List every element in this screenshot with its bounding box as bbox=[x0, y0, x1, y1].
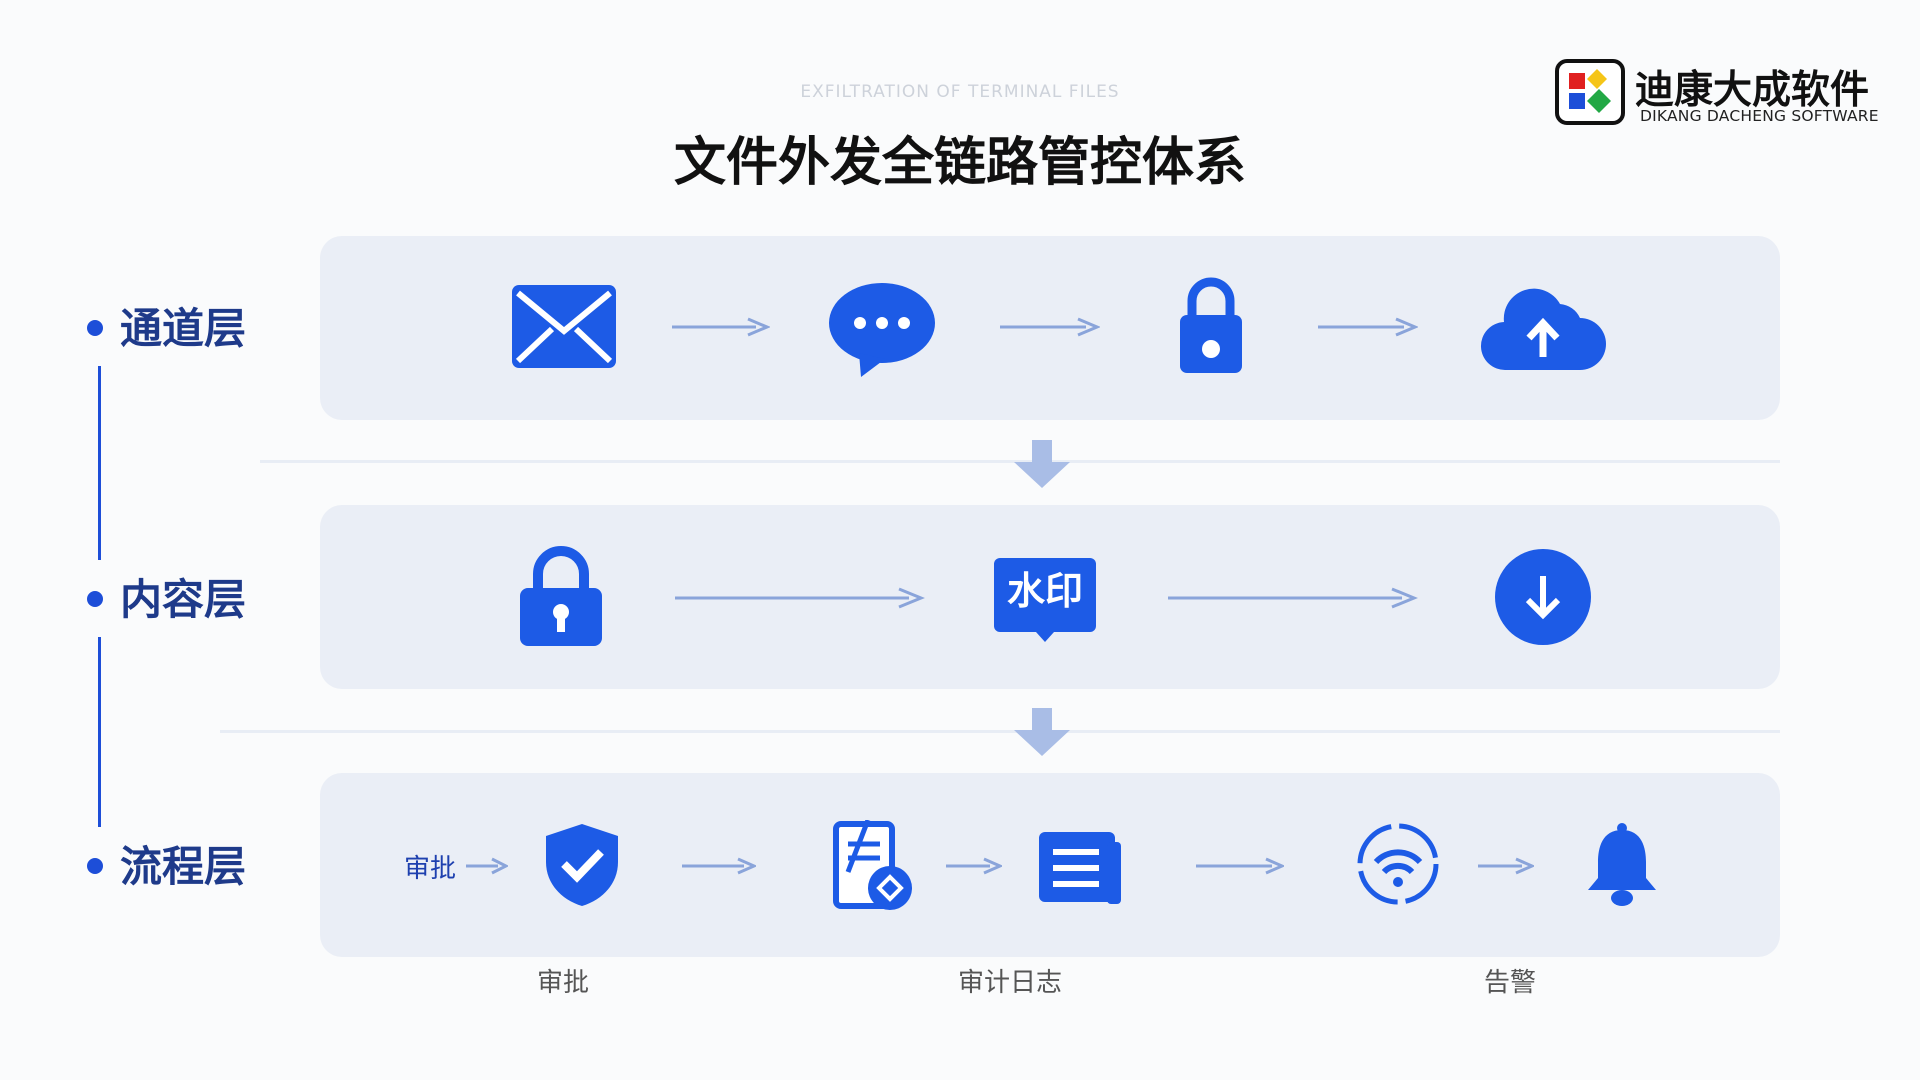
chat-bubble-icon bbox=[827, 281, 937, 379]
arrow-right-icon bbox=[1478, 856, 1534, 876]
layer-label-content: 内容层 bbox=[120, 575, 247, 624]
layer-separator bbox=[260, 460, 1780, 463]
layer-label-channel: 通道层 bbox=[120, 304, 247, 353]
download-circle-icon bbox=[1494, 548, 1592, 646]
arrow-right-icon bbox=[466, 856, 508, 876]
logo-name: 迪康大成软件 bbox=[1635, 68, 1870, 113]
arrow-right-icon bbox=[1196, 856, 1284, 876]
logo-name-en: DIKANG DACHENG SOFTWARE bbox=[1640, 107, 1879, 125]
layer-dot-content bbox=[87, 591, 103, 607]
arrow-right-icon bbox=[1168, 586, 1418, 610]
caption-approval: 审批 bbox=[536, 968, 589, 998]
rail-line bbox=[98, 637, 101, 827]
arrow-right-icon bbox=[672, 316, 770, 338]
log-list-icon bbox=[1037, 830, 1123, 906]
company-logo: 迪康大成软件 DIKANG DACHENG SOFTWARE bbox=[1555, 57, 1895, 127]
logo-mark-icon bbox=[1555, 59, 1625, 125]
rail-line bbox=[98, 366, 101, 560]
caption-alert: 告警 bbox=[1483, 968, 1536, 998]
shield-check-icon bbox=[544, 822, 620, 908]
layer-dot-process bbox=[87, 858, 103, 874]
bell-icon bbox=[1584, 822, 1660, 910]
arrow-right-icon bbox=[682, 856, 756, 876]
layer-separator bbox=[220, 730, 1780, 733]
document-seal-icon bbox=[832, 820, 914, 912]
down-arrow-icon bbox=[1012, 440, 1072, 490]
layer-label-process: 流程层 bbox=[120, 842, 247, 891]
caption-audit-log: 审计日志 bbox=[957, 968, 1062, 998]
padlock-icon bbox=[1178, 275, 1244, 375]
approval-inline-label: 审批 bbox=[404, 854, 457, 884]
email-icon bbox=[510, 283, 618, 370]
arrow-right-icon bbox=[946, 856, 1002, 876]
arrow-right-icon bbox=[675, 586, 925, 610]
watermark-label: 水印 bbox=[1006, 569, 1083, 613]
layer-dot-channel bbox=[87, 320, 103, 336]
watermark-icon: 水印 bbox=[992, 556, 1098, 644]
cloud-upload-icon bbox=[1480, 281, 1606, 372]
down-arrow-icon bbox=[1012, 708, 1072, 758]
diagram-title: 文件外发全链路管控体系 bbox=[673, 133, 1246, 193]
diagram-subtitle: EXFILTRATION OF TERMINAL FILES bbox=[800, 82, 1120, 102]
arrow-right-icon bbox=[1000, 316, 1100, 338]
keyhole-lock-icon bbox=[518, 544, 604, 648]
arrow-right-icon bbox=[1318, 316, 1418, 338]
wifi-signal-icon bbox=[1356, 822, 1440, 906]
